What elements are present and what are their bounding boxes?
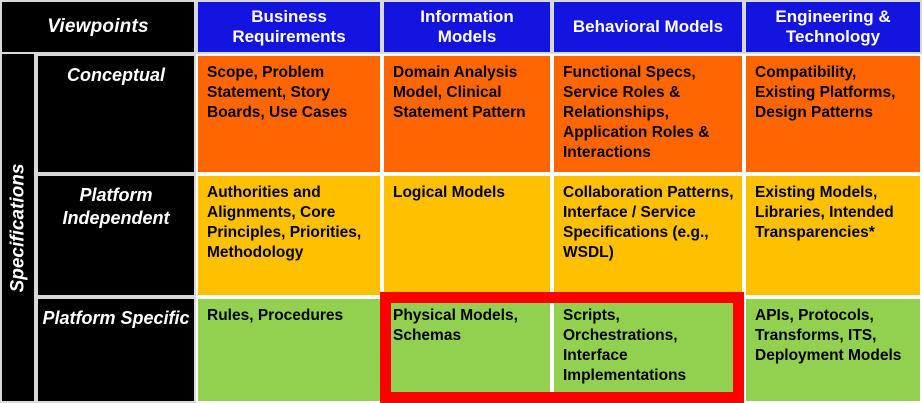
row-header-label: Platform Independent xyxy=(62,185,170,228)
cell-platform-independent-behavioral-models[interactable]: Collaboration Patterns, Interface / Serv… xyxy=(552,174,744,297)
cell-platform-independent-business-requirements[interactable]: Authorities and Alignments, Core Princip… xyxy=(196,174,382,297)
column-header-behavioral-models[interactable]: Behavioral Models xyxy=(552,0,744,54)
column-header-engineering-technology[interactable]: Engineering & Technology xyxy=(744,0,922,54)
column-header-label: Business Requirements xyxy=(232,7,346,46)
column-header-label: Behavioral Models xyxy=(572,17,724,36)
cell-conceptual-engineering-technology[interactable]: Compatibility, Existing Platforms, Desig… xyxy=(744,54,922,174)
row-header-conceptual[interactable]: Conceptual xyxy=(36,54,196,174)
row-axis-label-specifications: Specifications xyxy=(0,54,36,403)
row-header-platform-specific[interactable]: Platform Specific xyxy=(36,297,196,403)
cell-text: Existing Models, Libraries, Intended Tra… xyxy=(755,184,894,241)
cell-text: Authorities and Alignments, Core Princip… xyxy=(207,184,362,261)
row-header-platform-independent[interactable]: Platform Independent xyxy=(36,174,196,297)
cell-platform-specific-business-requirements[interactable]: Rules, Procedures xyxy=(196,297,382,403)
column-header-information-models[interactable]: Information Models xyxy=(382,0,552,54)
cell-text: Scripts, Orchestrations, Interface Imple… xyxy=(563,307,687,384)
cell-conceptual-business-requirements[interactable]: Scope, Problem Statement, Story Boards, … xyxy=(196,54,382,174)
cell-text: Physical Models, Schemas xyxy=(393,307,518,344)
cell-text: Collaboration Patterns, Interface / Serv… xyxy=(563,184,734,261)
cell-text: Domain Analysis Model, Clinical Statemen… xyxy=(393,64,526,121)
column-header-label: Engineering & Technology xyxy=(775,7,891,46)
cell-platform-specific-engineering-technology[interactable]: APIs, Protocols, Transforms, ITS, Deploy… xyxy=(744,297,922,403)
cell-platform-independent-engineering-technology[interactable]: Existing Models, Libraries, Intended Tra… xyxy=(744,174,922,297)
cell-conceptual-behavioral-models[interactable]: Functional Specs, Service Roles & Relati… xyxy=(552,54,744,174)
cell-platform-specific-behavioral-models[interactable]: Scripts, Orchestrations, Interface Imple… xyxy=(552,297,744,403)
cell-text: Scope, Problem Statement, Story Boards, … xyxy=(207,64,348,121)
cell-text: Rules, Procedures xyxy=(207,307,344,324)
cell-conceptual-information-models[interactable]: Domain Analysis Model, Clinical Statemen… xyxy=(382,54,552,174)
cell-text: APIs, Protocols, Transforms, ITS, Deploy… xyxy=(755,307,902,364)
cell-text: Functional Specs, Service Roles & Relati… xyxy=(563,64,710,161)
cell-text: Logical Models xyxy=(393,184,505,201)
cell-text: Compatibility, Existing Platforms, Desig… xyxy=(755,64,896,121)
row-axis-label-text: Specifications xyxy=(7,163,29,292)
row-header-label: Conceptual xyxy=(66,65,165,85)
cell-platform-specific-information-models[interactable]: Physical Models, Schemas xyxy=(382,297,552,403)
corner-header-label: Viewpoints xyxy=(47,16,149,37)
cell-platform-independent-information-models[interactable]: Logical Models xyxy=(382,174,552,297)
column-header-business-requirements[interactable]: Business Requirements xyxy=(196,0,382,54)
row-header-label: Platform Specific xyxy=(42,308,190,328)
column-header-label: Information Models xyxy=(420,7,514,46)
corner-header-viewpoints: Viewpoints xyxy=(0,0,196,54)
